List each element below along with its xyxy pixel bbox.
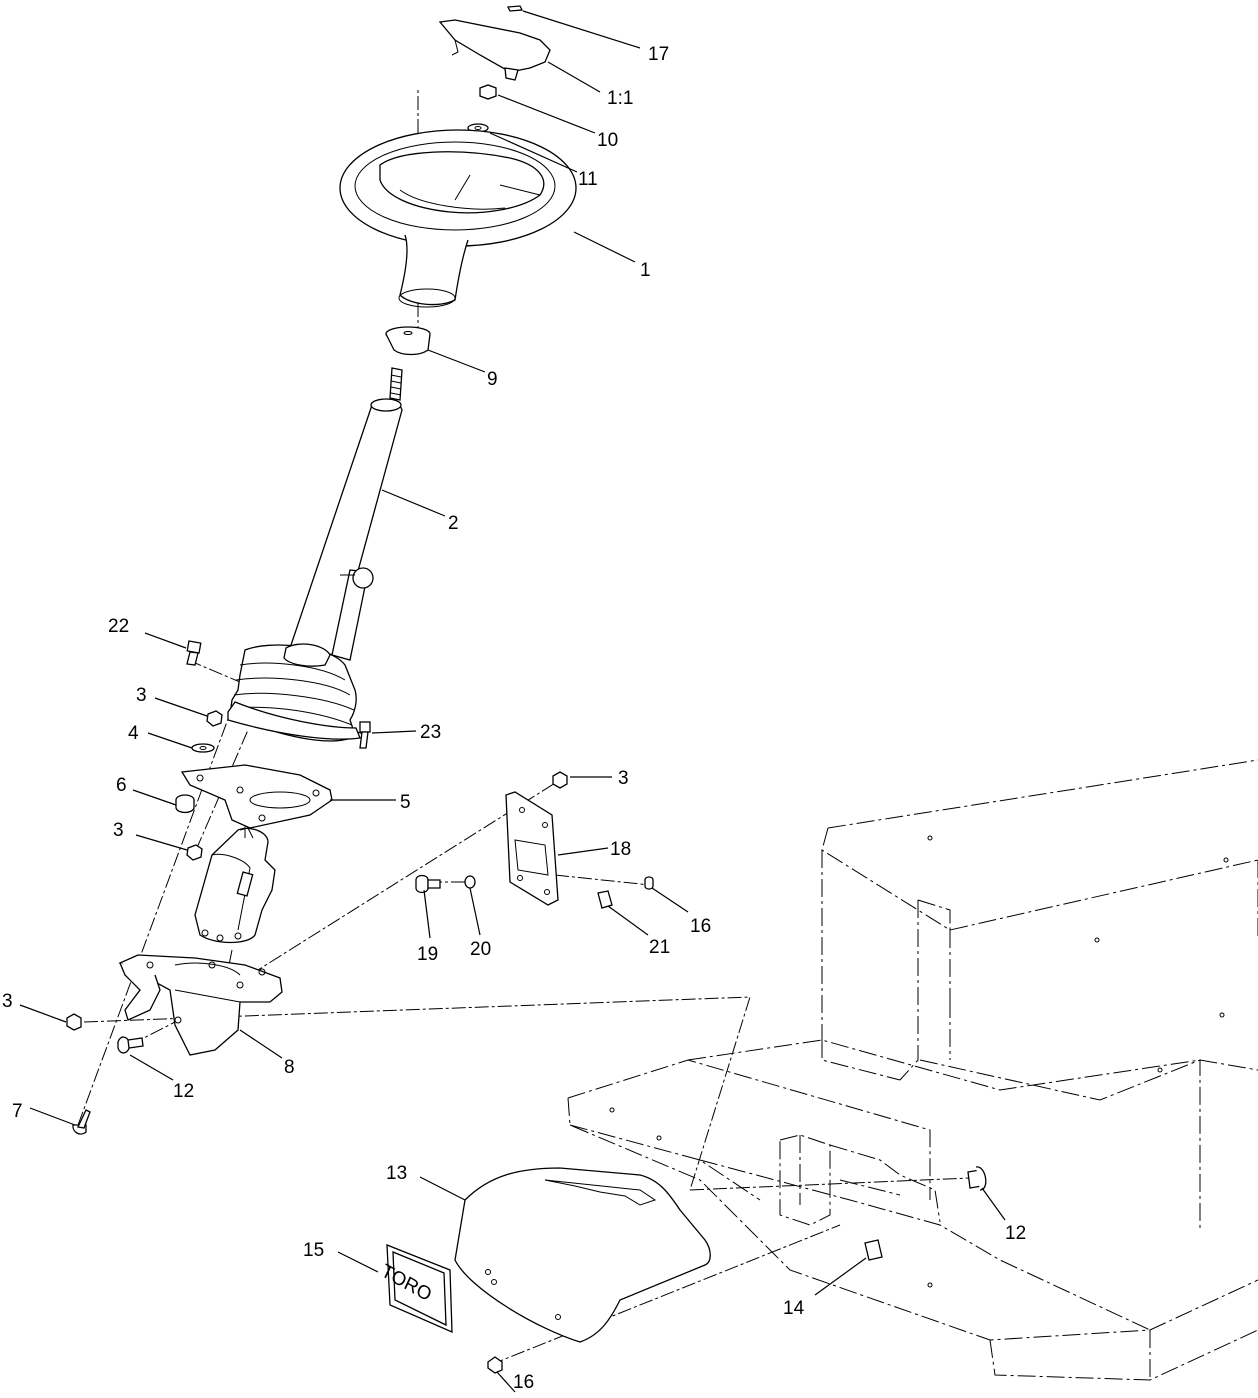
callout-14: 14 [783, 1298, 805, 1319]
part-5-mount-plate [180, 764, 333, 829]
callout-3-lower: 3 [2, 991, 13, 1012]
part-6-bushing [175, 794, 195, 814]
part-21-clip [597, 890, 613, 909]
part-15-decal: TORO [378, 1244, 453, 1334]
callout-16-right: 16 [690, 916, 711, 937]
callout-1-1: 1:1 [607, 88, 633, 109]
part-12-bolt-right [967, 1166, 987, 1191]
callout-12-left: 12 [173, 1081, 194, 1102]
callout-12-right: 12 [1005, 1223, 1026, 1244]
callout-7: 7 [12, 1101, 23, 1122]
part-19-bolt [415, 874, 441, 894]
callout-15: 15 [303, 1240, 324, 1261]
part-1-1-cover [438, 19, 551, 81]
part-2-steering-column [289, 367, 403, 661]
leader-lines [19, 10, 1006, 1393]
machine-frame-phantom [567, 759, 1258, 1381]
callout-5: 5 [400, 792, 411, 813]
part-17-clip [506, 5, 524, 12]
part-23-bolt [359, 721, 371, 749]
callout-4: 4 [128, 723, 139, 744]
part-13-cover [454, 1167, 711, 1343]
part-20-washer [464, 875, 476, 889]
part-18-plate [505, 791, 559, 906]
callout-3-right: 3 [618, 768, 629, 789]
callout-17: 17 [648, 44, 669, 65]
callout-16-lower: 16 [513, 1372, 534, 1393]
callout-13: 13 [386, 1163, 407, 1184]
part-12-bolt-left [117, 1036, 144, 1054]
callout-2: 2 [448, 513, 459, 534]
callout-22: 22 [108, 616, 129, 637]
part-1-steering-wheel [339, 129, 577, 308]
part-7-bolt [72, 1109, 91, 1135]
part-16-bolt-right [644, 876, 654, 890]
part-14-clip [864, 1239, 883, 1261]
part-10-nut [479, 84, 497, 100]
callout-19: 19 [417, 944, 438, 965]
part-4-washer [191, 743, 215, 753]
callout-9: 9 [487, 369, 498, 390]
callout-21: 21 [649, 937, 670, 958]
callout-11: 11 [578, 169, 598, 190]
callout-3-mid: 3 [113, 820, 124, 841]
callout-labels: 17 1:1 10 11 1 9 2 22 3 4 23 6 5 3 3 18 … [2, 44, 1026, 1393]
bellows-boot [227, 643, 361, 742]
part-3-nut-mid [186, 844, 203, 861]
part-9-cone [385, 326, 431, 356]
part-8-lower-bracket [118, 954, 283, 1056]
part-22-bolt [186, 640, 202, 666]
callout-23: 23 [420, 722, 441, 743]
callout-3-upper: 3 [136, 685, 147, 706]
callout-10: 10 [597, 130, 618, 151]
callout-18: 18 [610, 839, 631, 860]
steering-valve [194, 826, 276, 944]
part-3-nut-right [552, 771, 568, 789]
part-3-nut-upper [206, 710, 223, 727]
callout-1: 1 [640, 260, 651, 281]
part-3-nut-lower [66, 1013, 82, 1031]
callout-20: 20 [470, 939, 491, 960]
part-16-bolt-lower [487, 1356, 503, 1374]
callout-8: 8 [284, 1057, 295, 1078]
callout-6: 6 [116, 775, 127, 796]
